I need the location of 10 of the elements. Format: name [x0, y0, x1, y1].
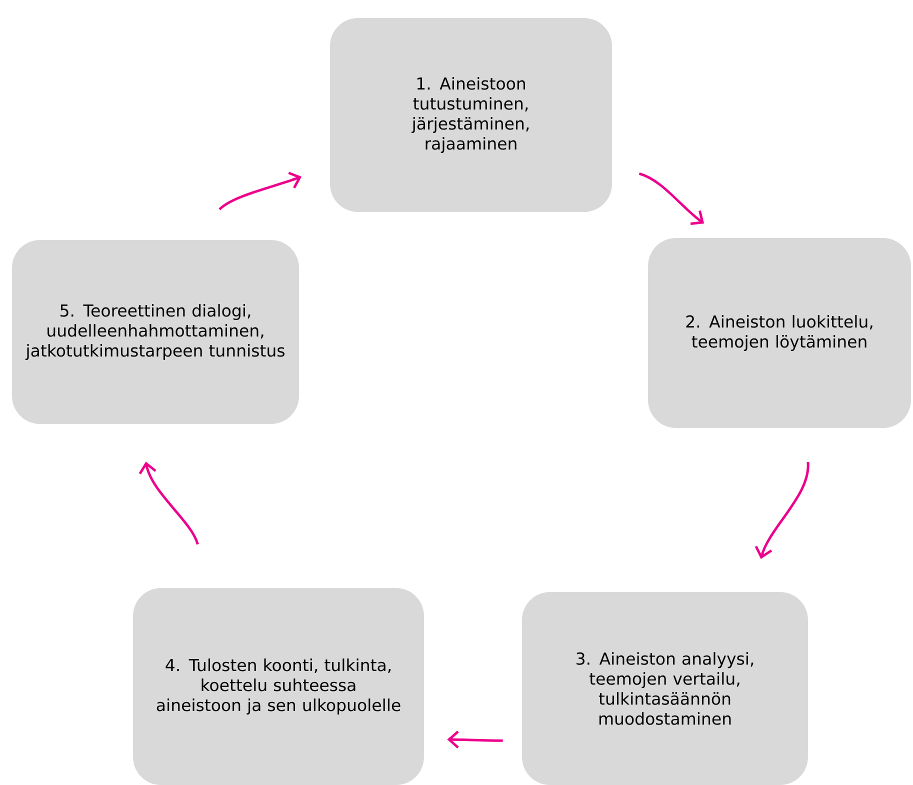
arrow	[638, 172, 704, 226]
process-box: 4. Tulosten koonti, tulkinta, koettelu suhteessa aineistoon ja sen ulkopuolelle	[133, 588, 424, 785]
arrow	[218, 172, 302, 210]
process-box: 2. Aineiston luokittelu, teemojen löytäminen	[648, 238, 911, 428]
arrow	[447, 730, 503, 748]
process-box: 3. Aineiston analyysi, teemojen vertailu, tulkintasäännön muodostaminen	[522, 592, 808, 785]
arrow	[138, 462, 199, 545]
arrow	[754, 462, 810, 559]
process-box: 1. Aineistoon tutustuminen, järjestäminen, rajaaminen	[330, 18, 612, 212]
process-box: 5. Teoreettinen dialogi, uudelleenhahmottaminen, jatkotutkimustarpeen tunnistus	[12, 240, 299, 424]
